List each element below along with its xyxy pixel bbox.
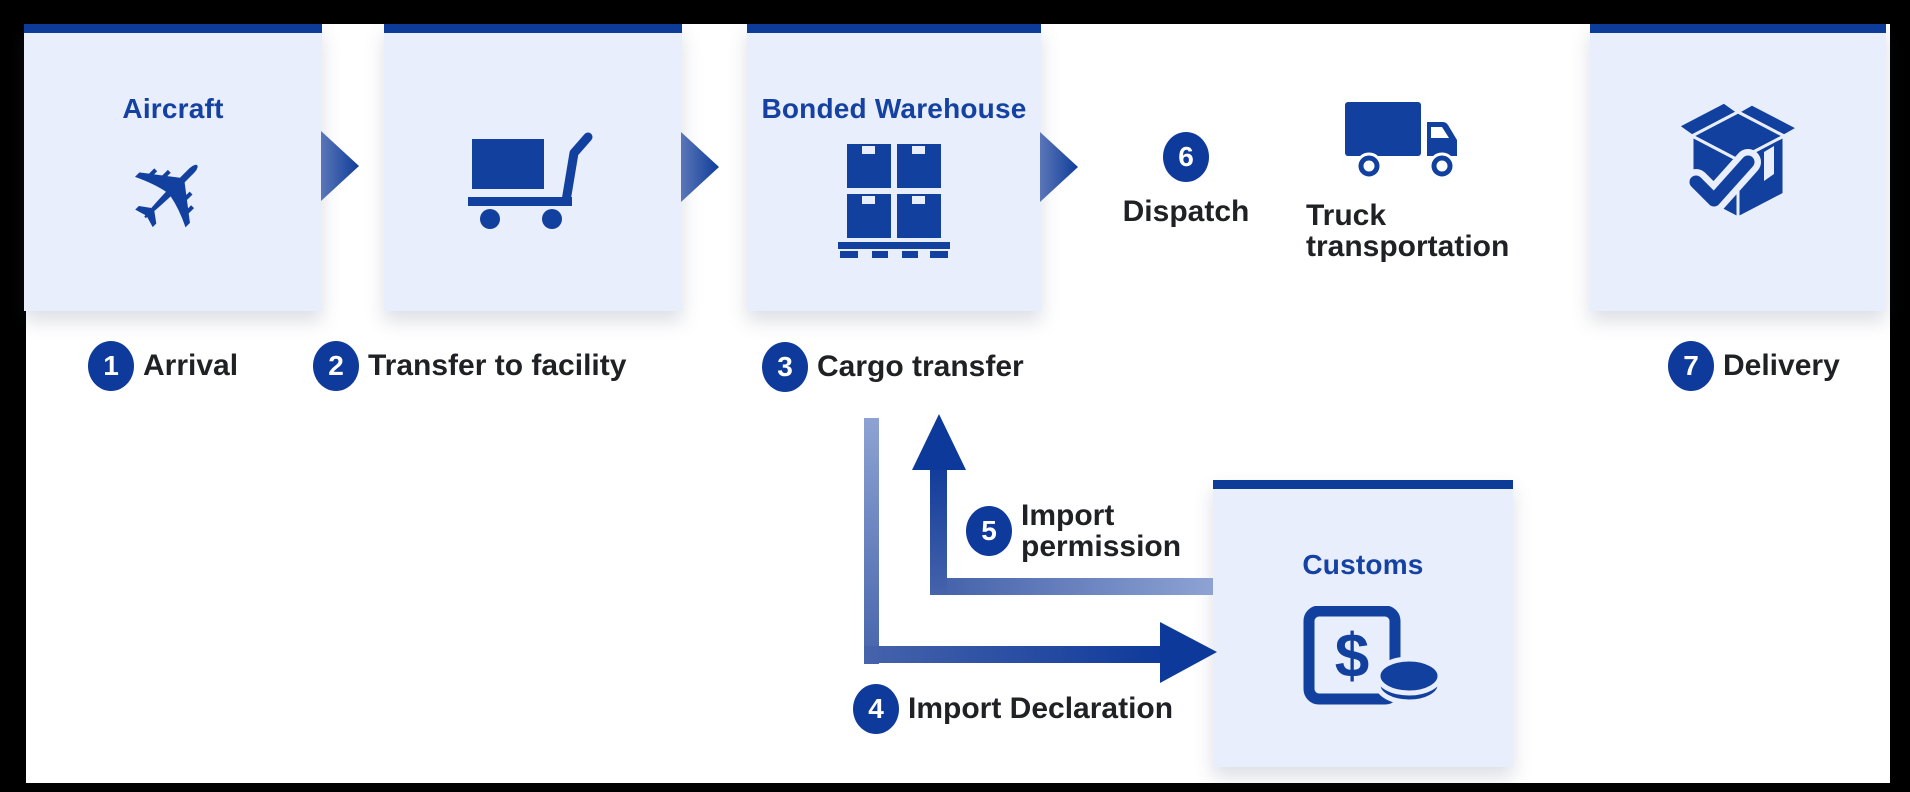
transfer-card — [384, 24, 682, 311]
step-5-import-permission: 5 Import permission — [966, 500, 1181, 562]
step-1-badge: 1 — [88, 341, 134, 391]
step-5-label: Import permission — [1021, 499, 1182, 563]
step-6-badge: 6 — [1163, 132, 1209, 182]
step-7-delivery: 7 Delivery — [1668, 341, 1840, 391]
step-3-badge: 3 — [762, 342, 808, 392]
card-top-bar — [1590, 24, 1886, 33]
step-6-label: Dispatch — [1122, 195, 1250, 228]
step-2-transfer: 2 Transfer to facility — [313, 341, 626, 391]
flow-chevron-icon — [1040, 132, 1078, 202]
step-3-cargo-transfer: 3 Cargo transfer — [762, 342, 1024, 392]
aircraft-card-title: Aircraft — [122, 93, 224, 124]
step-4-badge: 4 — [853, 684, 899, 734]
step-4-import-declaration: 4 Import Declaration — [853, 684, 1173, 734]
card-top-bar — [747, 24, 1041, 33]
flow-chevron-icon — [681, 132, 719, 202]
airplane-icon: ✈ — [101, 122, 245, 266]
step-1-label: Arrival — [143, 349, 239, 382]
card-top-bar — [384, 24, 682, 33]
step-3-label: Cargo transfer — [817, 350, 1024, 383]
package-check-icon — [1668, 94, 1808, 228]
step-7-badge: 7 — [1668, 341, 1714, 391]
warehouse-pallet-icon — [838, 144, 950, 258]
customs-card: Customs $ — [1213, 480, 1513, 767]
svg-text:$: $ — [1335, 622, 1369, 691]
delivery-card — [1590, 24, 1886, 311]
step-2-badge: 2 — [313, 341, 359, 391]
truck-icon — [1345, 96, 1465, 182]
step-7-label: Delivery — [1723, 349, 1840, 382]
bonded-warehouse-card: Bonded Warehouse — [747, 24, 1041, 311]
card-top-bar — [24, 24, 322, 33]
truck-label-line1: Truck — [1306, 199, 1387, 232]
aircraft-card: Aircraft ✈ — [24, 24, 322, 311]
truck-transportation-label: Truck transportation — [1306, 200, 1509, 262]
truck-label-line2: transportation — [1306, 230, 1510, 263]
customs-card-title: Customs — [1302, 549, 1424, 580]
step-4-label: Import Declaration — [908, 692, 1174, 725]
bonded-warehouse-title: Bonded Warehouse — [761, 93, 1027, 124]
step-2-label: Transfer to facility — [368, 349, 627, 382]
hand-cart-icon — [468, 114, 598, 236]
step-6-dispatch: 6 Dispatch — [1096, 132, 1276, 229]
flow-chevron-icon — [321, 131, 359, 201]
step-1-arrival: 1 Arrival — [88, 341, 238, 391]
customs-duty-icon: $ — [1303, 606, 1443, 706]
step-5-badge: 5 — [966, 506, 1012, 556]
card-top-bar — [1213, 480, 1513, 489]
